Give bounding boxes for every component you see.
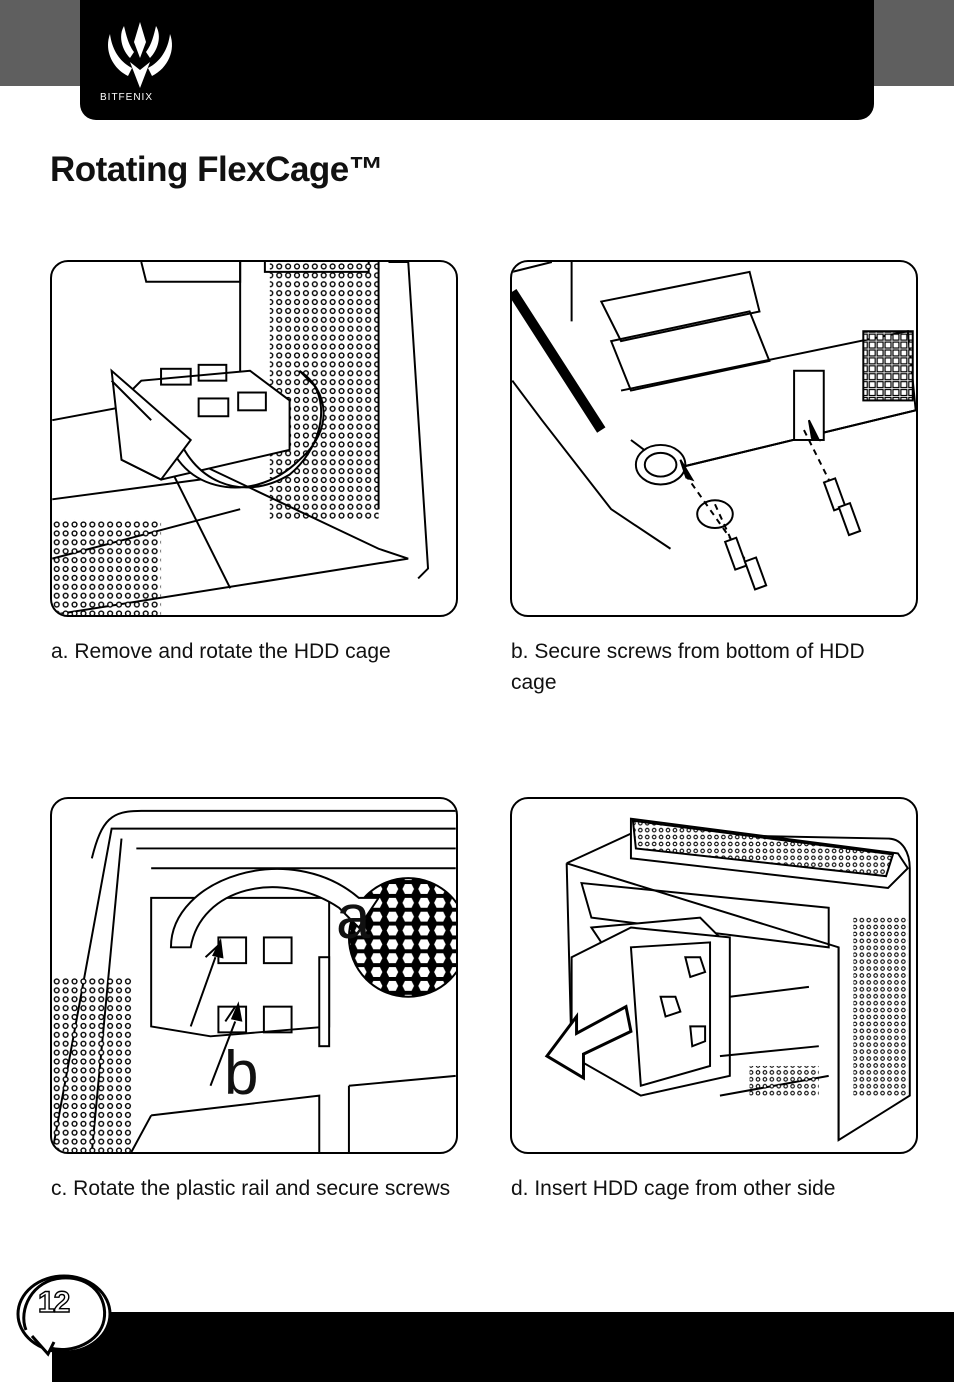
logo-text: BITFENIX [100,92,154,103]
step-c-illustration: a b [50,797,458,1154]
step-c-caption: c. Rotate the plastic rail and secure sc… [51,1177,451,1200]
step-c-label-b: b [224,1039,259,1108]
page-number-badge-icon [16,1274,112,1357]
step-c-label-a: a [336,883,371,952]
footer-bar [52,1312,954,1382]
header-bar [80,0,874,120]
page-number: 12 [37,1285,71,1319]
step-d-illustration [510,797,918,1154]
step-b-illustration [510,260,918,617]
step-b-caption: b. Secure screws from bottom of HDD cage [511,640,865,694]
step-d-caption: d. Insert HDD cage from other side [511,1177,836,1200]
page-title: Rotating FlexCage™ [50,150,384,189]
bitfenix-claw-icon [108,22,172,88]
step-a-illustration [50,260,458,617]
step-a-caption: a. Remove and rotate the HDD cage [51,640,391,663]
